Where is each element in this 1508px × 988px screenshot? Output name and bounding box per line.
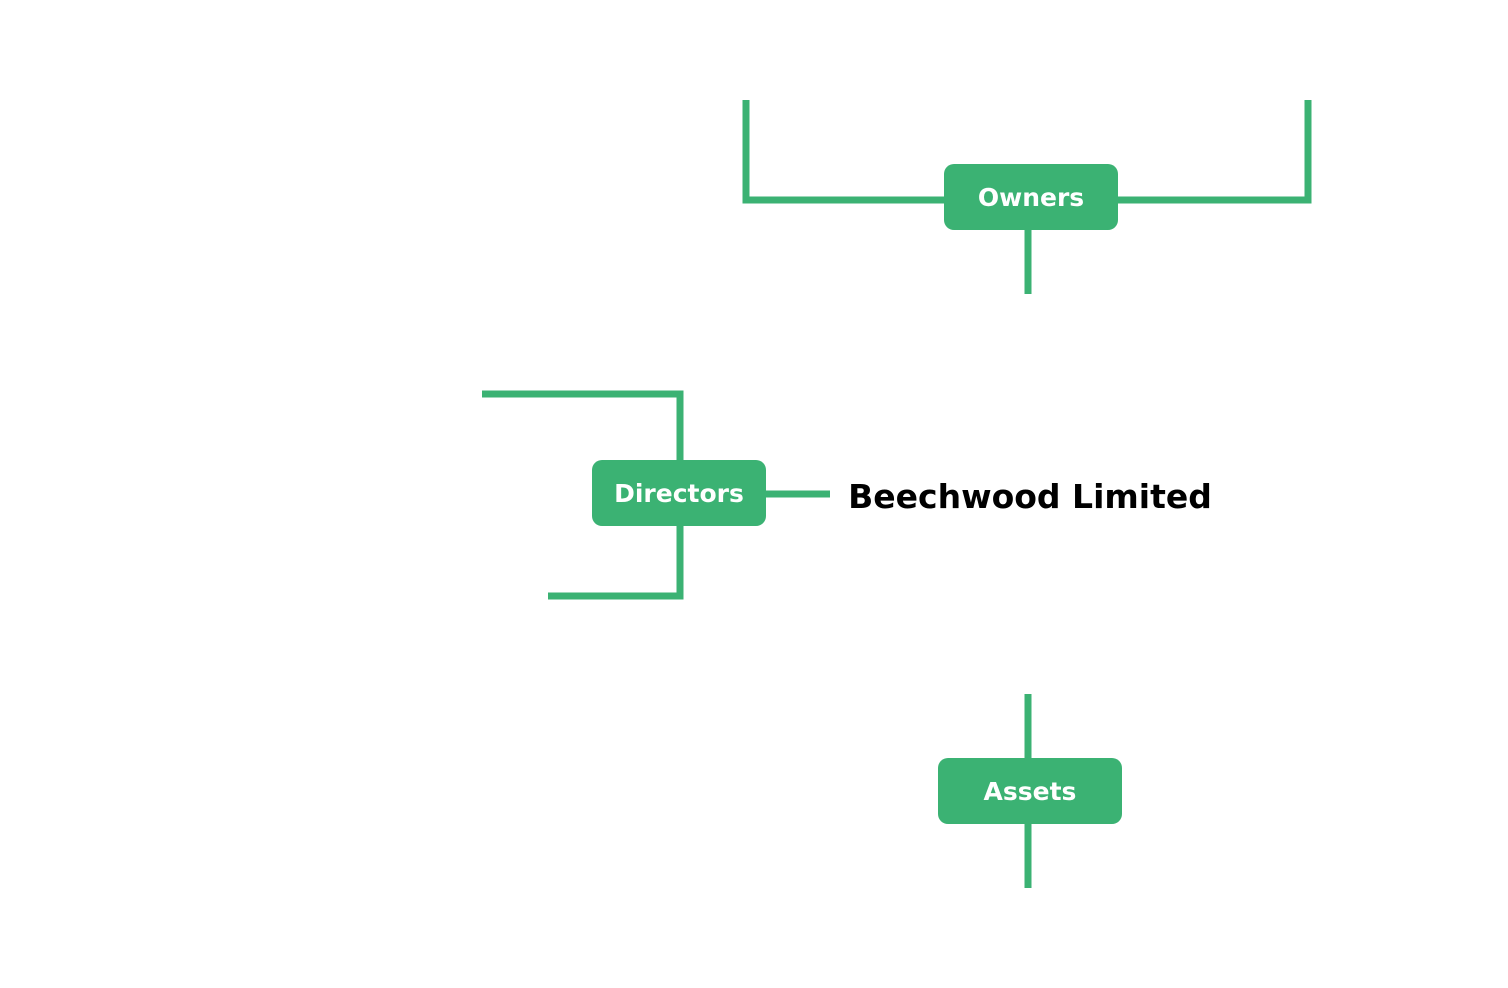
assets-label: Assets [983, 776, 1077, 806]
owners-node: Owners [944, 164, 1118, 230]
directors-node: Directors [592, 460, 766, 526]
company-name: Beechwood Limited [848, 476, 1212, 516]
owners-bracket-left [742, 100, 944, 204]
directors-bracket-top [482, 390, 684, 460]
assets-node: Assets [938, 758, 1122, 824]
owners-bracket-right [1118, 100, 1312, 204]
directors-bracket-bottom [548, 526, 684, 600]
owners-label: Owners [977, 182, 1085, 212]
directors-label: Directors [614, 478, 744, 508]
